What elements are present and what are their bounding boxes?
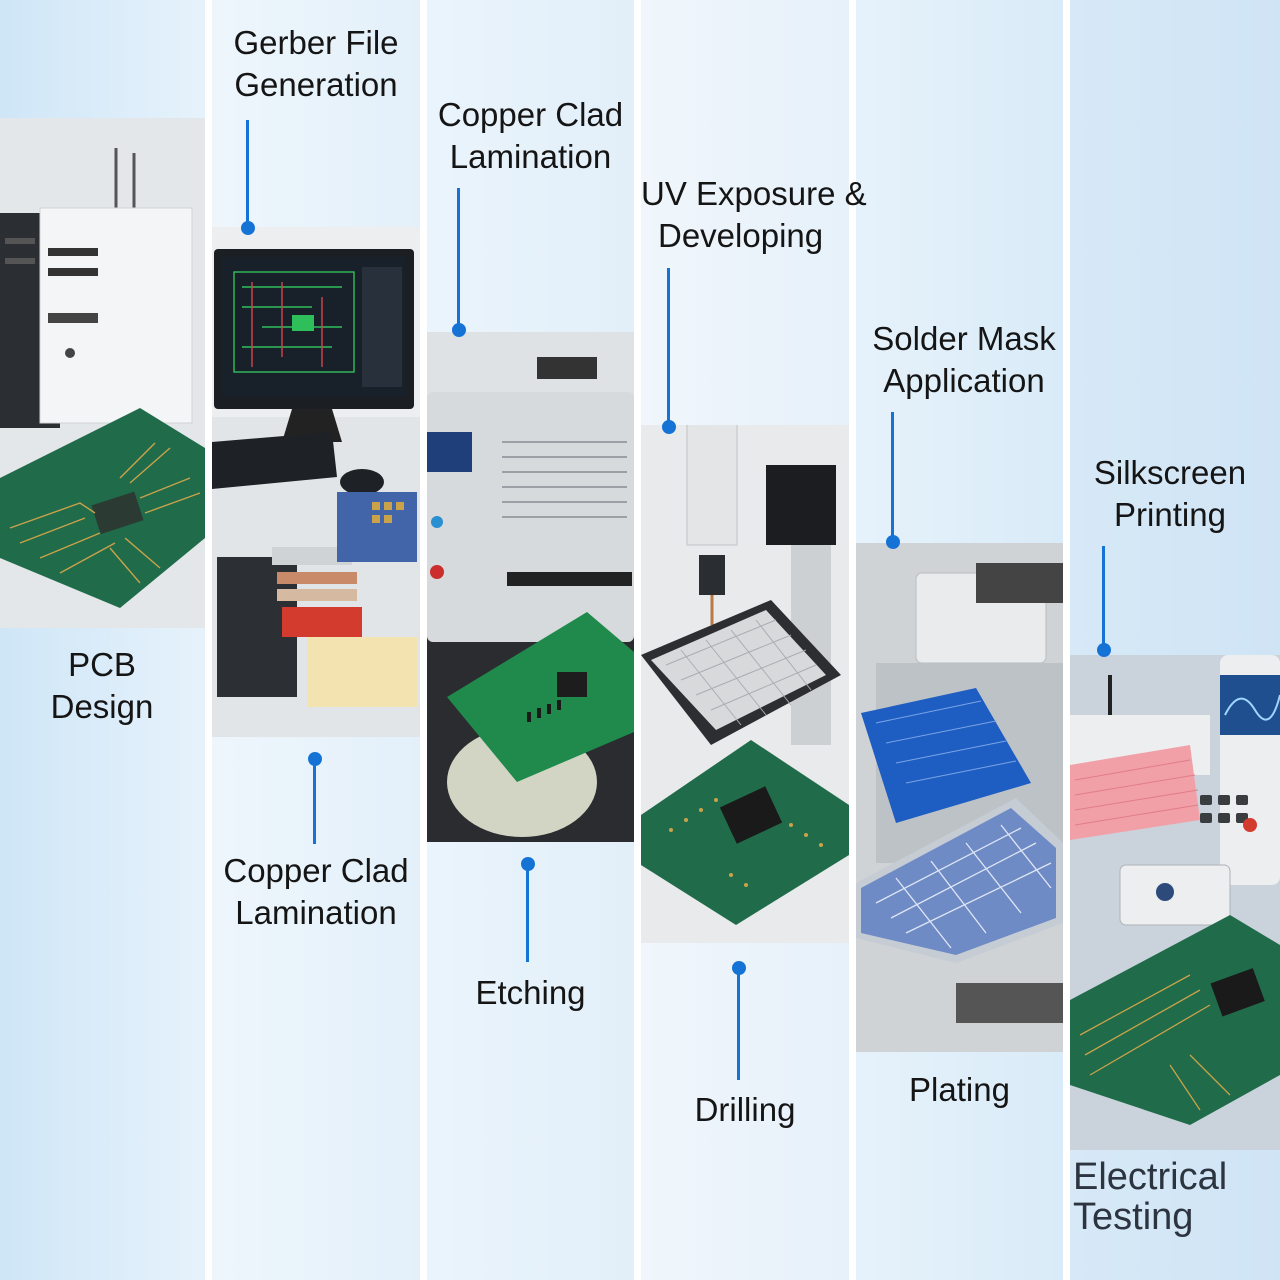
step-label-line: Plating [909, 1071, 1010, 1108]
step-label-line: Printing [1114, 496, 1226, 533]
connector-line [246, 120, 249, 226]
connector-line [667, 268, 670, 424]
plating-image [856, 543, 1063, 1052]
step-label-electrical-testing: Electrical Testing [1073, 1157, 1273, 1237]
step-label-copper-clad-upper: Copper Clad Lamination [427, 94, 634, 178]
connector-dot [308, 752, 322, 766]
step-label-line: Application [883, 362, 1045, 399]
step-label-uv-exposure: UV Exposure & Developing [641, 173, 889, 257]
step-label-line: Silkscreen [1093, 454, 1247, 491]
step-label-line: Solder Mask [872, 320, 1056, 357]
connector-line [526, 864, 529, 962]
pcb-design-image [0, 118, 205, 628]
column-divider [1063, 0, 1070, 1280]
step-label-copper-clad-lower: Copper Clad Lamination [212, 850, 420, 934]
step-label-line: Lamination [235, 894, 397, 931]
connector-dot [662, 420, 676, 434]
step-label-line: UV Exposure & [641, 175, 867, 212]
connector-dot [886, 535, 900, 549]
connector-line [1102, 546, 1105, 646]
step-label-drilling: Drilling [641, 1089, 849, 1131]
column-divider [634, 0, 641, 1280]
connector-line [737, 968, 740, 1080]
column-divider [849, 0, 856, 1280]
step-label-line: Testing [1073, 1196, 1194, 1238]
step-label-etching: Etching [427, 972, 634, 1014]
step-label-silkscreen: Silkscreen Printing [1070, 452, 1270, 536]
step-label-line: Electrical [1073, 1156, 1228, 1198]
gerber-image [212, 227, 420, 737]
step-label-line: Gerber File [233, 24, 399, 61]
step-label-line: Copper Clad [437, 96, 624, 133]
step-label-line: Etching [475, 974, 586, 1011]
step-label-pcb-design: PCB Design [32, 644, 172, 728]
drilling-image [641, 425, 849, 943]
connector-dot [1097, 643, 1111, 657]
etching-image [427, 332, 634, 842]
column-divider [205, 0, 212, 1280]
step-label-gerber: Gerber File Generation [212, 22, 420, 106]
step-label-line: Copper Clad [223, 852, 409, 889]
connector-line [891, 412, 894, 540]
testing-image [1070, 655, 1280, 1150]
step-label-line: Design [50, 688, 154, 725]
step-label-line: Drilling [694, 1091, 796, 1128]
connector-line [457, 188, 460, 328]
column-divider [420, 0, 427, 1280]
connector-dot [241, 221, 255, 235]
connector-line [313, 760, 316, 844]
step-label-line: Lamination [449, 138, 612, 175]
connector-dot [452, 323, 466, 337]
step-label-line: Developing [658, 217, 824, 254]
step-label-solder-mask: Solder Mask Application [856, 318, 1072, 402]
step-label-line: PCB [68, 646, 136, 683]
step-label-line: Generation [234, 66, 398, 103]
step-label-plating: Plating [856, 1069, 1063, 1111]
